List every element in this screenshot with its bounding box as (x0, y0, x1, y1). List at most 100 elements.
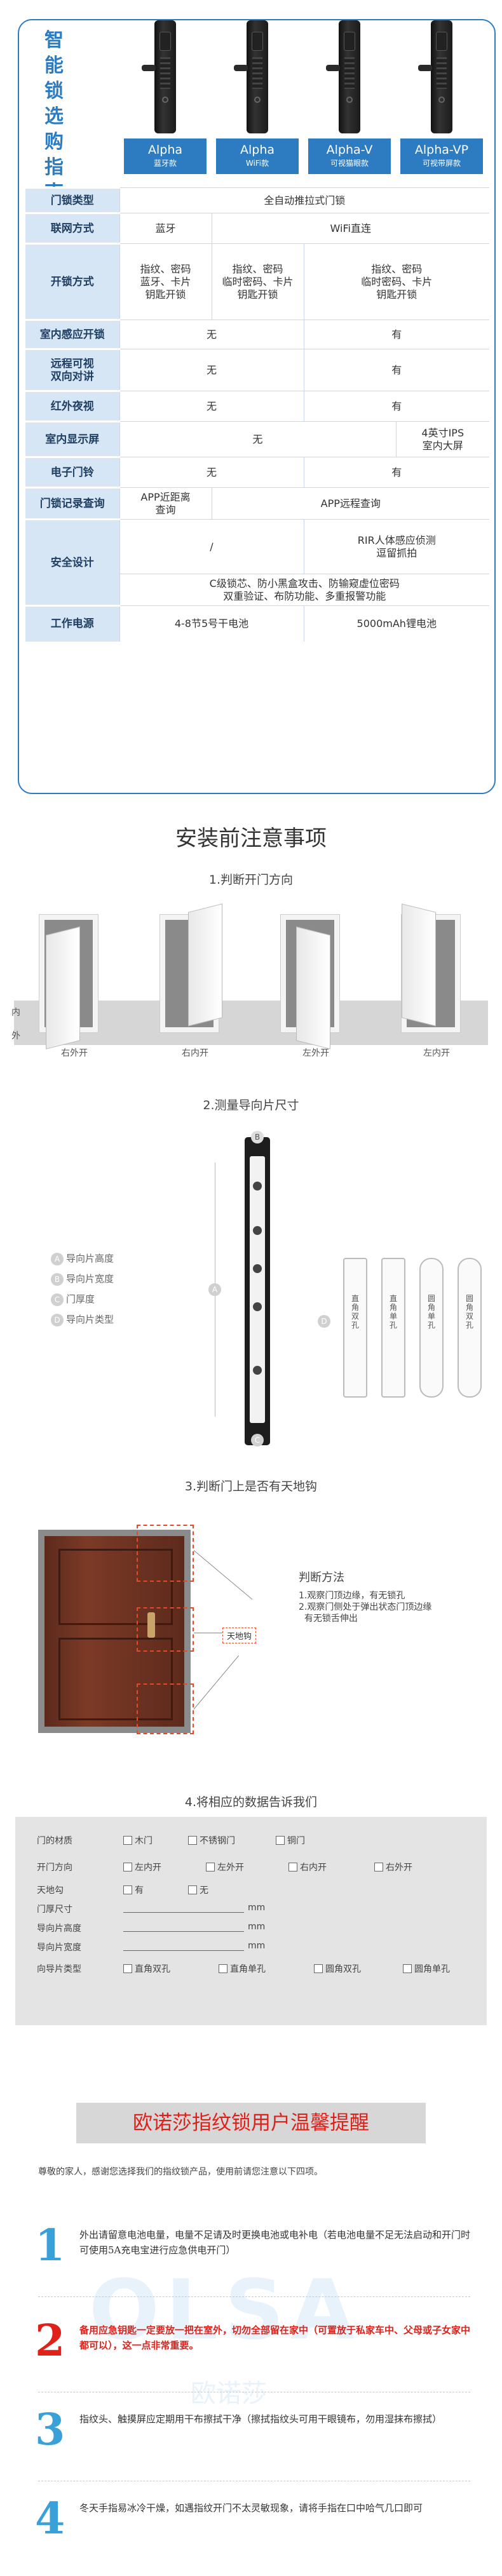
guide-title: 智能锁选购指南 (25, 28, 83, 206)
height-input[interactable] (123, 1931, 244, 1932)
judge-title: 判断方法 (299, 1571, 344, 1584)
spec-value: WiFi直连 (211, 213, 489, 244)
lock-image (234, 20, 268, 133)
mark-c: C (251, 1434, 264, 1446)
mark-a: A (208, 1283, 221, 1296)
door-direction-illustrations: 内 外 右外开 右内开 左外开 左内开 (11, 903, 488, 1061)
type-row: 向导片类型 直角双孔 直角单孔 圆角双孔 圆角单孔 (28, 1959, 474, 1978)
width-row: 导向片宽度 mm (28, 1938, 474, 1957)
tip-text: 指纹头、触摸屏应定期用干布擦拭干净（擦拭指纹头可用干眼镜布，勿用湿抹布擦拭） (79, 2413, 442, 2425)
spec-value: / (119, 519, 304, 574)
spec-value: 4-8节5号干电池 (119, 605, 304, 642)
spec-key: 门锁记录查询 (25, 487, 119, 520)
direction-option[interactable]: 左内开 (123, 1861, 161, 1873)
product-name: Alpha-VP (414, 143, 469, 157)
tip-text: 外出请留意电池电量，电量不足请及时更换电池或电补电（若电池电量不足无法启动和开门… (79, 2229, 471, 2256)
spec-value: 有 (303, 349, 489, 391)
top-hook-highlight (137, 1525, 194, 1582)
hook-option[interactable]: 有 (123, 1884, 144, 1896)
inside-label: 内 (11, 1008, 20, 1018)
material-option[interactable]: 木门 (123, 1834, 153, 1847)
spec-value: APP远程查询 (211, 487, 489, 520)
spec-value: 有 (303, 457, 489, 488)
direction-option[interactable]: 左外开 (206, 1861, 244, 1873)
pointer-line (193, 1655, 240, 1709)
spec-row: 开锁方式指纹、密码 蓝牙、卡片 钥匙开锁指纹、密码 临时密码、卡片 钥匙开锁指纹… (25, 243, 489, 320)
spec-key: 远程可视 双向对讲 (25, 348, 119, 391)
spec-row: 门锁类型全自动推拉式门锁 (25, 187, 489, 213)
legend-text: 导向片类型 (66, 1314, 114, 1325)
spec-row: 电子门铃无有 (25, 456, 489, 488)
tip-number: 3 (35, 2404, 65, 2455)
height-label: 导向片高度 (37, 1924, 81, 1934)
door-label: 左内开 (423, 1048, 450, 1058)
hook-option[interactable]: 无 (188, 1884, 208, 1896)
guide-title-char: 锁 (44, 80, 64, 102)
spec-key: 开锁方式 (25, 243, 119, 320)
material-option[interactable]: 不锈钢门 (188, 1834, 235, 1847)
spec-key: 室内显示屏 (25, 421, 119, 457)
thickness-input[interactable] (123, 1912, 244, 1913)
type-option[interactable]: 直角双孔 (123, 1962, 170, 1975)
legend-mark: A (51, 1252, 64, 1265)
type-option[interactable]: 圆角单孔 (403, 1962, 450, 1975)
strike-plate: 直角双孔 (343, 1258, 367, 1398)
spec-row: 室内感应开锁无有 (25, 319, 489, 349)
hook-row: 天地勾 有 无 (28, 1880, 474, 1899)
spec-value: C级锁芯、防小黑盒攻击、防输窥虚位密码 双重验证、布防功能、多重报警功能 (119, 574, 489, 606)
lock-plate (245, 1137, 270, 1445)
unit-label: mm (248, 1922, 266, 1932)
material-option[interactable]: 铜门 (276, 1834, 305, 1847)
strike-plate: 圆角双孔 (458, 1258, 482, 1398)
spec-key: 门锁类型 (25, 187, 119, 213)
product-name: Alpha-V (326, 143, 373, 157)
step1-heading: 1.判断开门方向 (208, 873, 294, 887)
type-option[interactable]: 直角单孔 (219, 1962, 266, 1975)
lock-image (418, 20, 452, 133)
install-heading: 安装前注意事项 (175, 826, 327, 851)
guide-title-char: 智 (44, 29, 64, 51)
width-input[interactable] (123, 1950, 244, 1951)
strike-plate: 直角单孔 (381, 1258, 405, 1398)
direction-option[interactable]: 右外开 (374, 1861, 412, 1873)
door-label: 右内开 (182, 1048, 208, 1058)
step4-heading: 4.将相应的数据告诉我们 (184, 1795, 318, 1809)
door-left-inward: 左内开 (389, 903, 484, 1058)
tip-number: 1 (35, 2220, 65, 2271)
judge-line: 有无锁舌伸出 (299, 1614, 358, 1624)
legend-mark: B (51, 1272, 64, 1286)
spec-value: 5000mAh锂电池 (303, 605, 489, 642)
door-label: 右外开 (61, 1048, 88, 1058)
direction-option[interactable]: 右内开 (288, 1861, 327, 1873)
reminder-banner: 欧诺莎指纹锁用户温馨提醒 (76, 2103, 426, 2143)
thickness-label: 门厚尺寸 (37, 1905, 72, 1915)
guide-title-char: 指 (44, 156, 64, 179)
guide-title-char: 选 (44, 105, 64, 128)
tip-text: 备用应急钥匙一定要放一把在室外，切勿全部留在家中（可置放于私家车中、父母或子女家… (79, 2324, 471, 2351)
spec-key: 工作电源 (25, 605, 119, 642)
type-option[interactable]: 圆角双孔 (314, 1962, 361, 1975)
product-name: Alpha (240, 143, 275, 157)
unit-label: mm (248, 1941, 266, 1951)
spec-key: 安全设计 (25, 518, 119, 606)
spec-key: 红外夜视 (25, 390, 119, 422)
legend-text: 导向片宽度 (66, 1273, 114, 1285)
tip-text: 冬天手指易冰冷干燥，如遇指纹开门不太灵敏现象，请将手指在口中哈气几口即可 (79, 2502, 423, 2514)
outside-label: 外 (11, 1031, 20, 1041)
step3-heading: 3.判断门上是否有天地钩 (184, 1480, 318, 1494)
spec-key: 电子门铃 (25, 456, 119, 488)
mark-d: D (318, 1315, 330, 1328)
brand-watermark-sub: 欧诺莎 (191, 2379, 267, 2408)
product-sub: 蓝牙款 (153, 159, 177, 168)
